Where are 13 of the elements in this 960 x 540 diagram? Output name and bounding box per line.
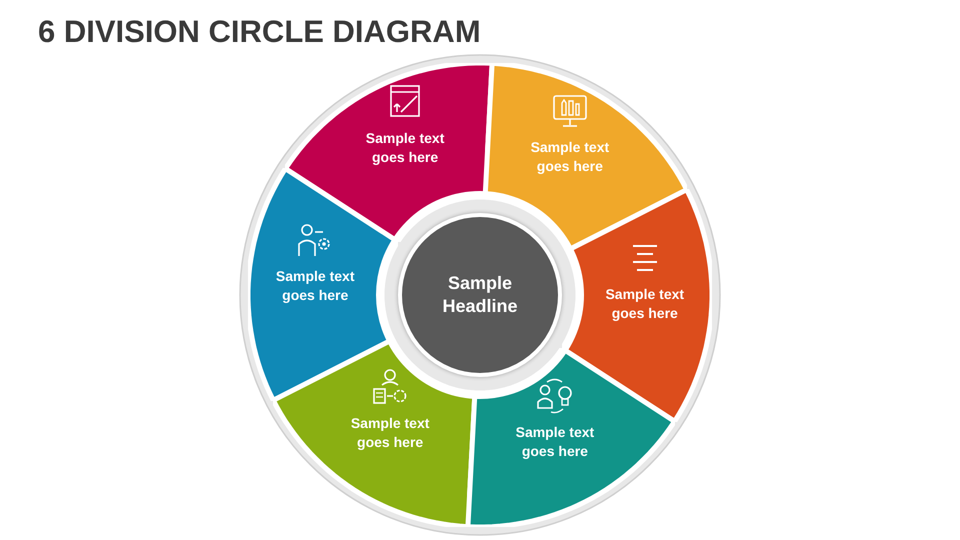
segment-text: Sample text goes here bbox=[604, 284, 686, 323]
segment-text: Sample text goes here bbox=[364, 128, 446, 167]
circle-segment bbox=[467, 348, 675, 527]
segment-text: Sample text goes here bbox=[514, 423, 596, 462]
segment-text: Sample text goes here bbox=[530, 138, 610, 176]
headline-text: Sample Headline bbox=[441, 272, 519, 318]
circle-segment bbox=[485, 63, 687, 251]
segment-text: Sample text goes here bbox=[350, 414, 430, 452]
circle-segment bbox=[562, 189, 712, 422]
circle-segment bbox=[248, 168, 398, 401]
segment-text: Sample text goes here bbox=[274, 267, 356, 306]
circle-segment bbox=[273, 339, 475, 527]
title: 6 DIVISION CIRCLE DIAGRAM bbox=[38, 14, 481, 50]
